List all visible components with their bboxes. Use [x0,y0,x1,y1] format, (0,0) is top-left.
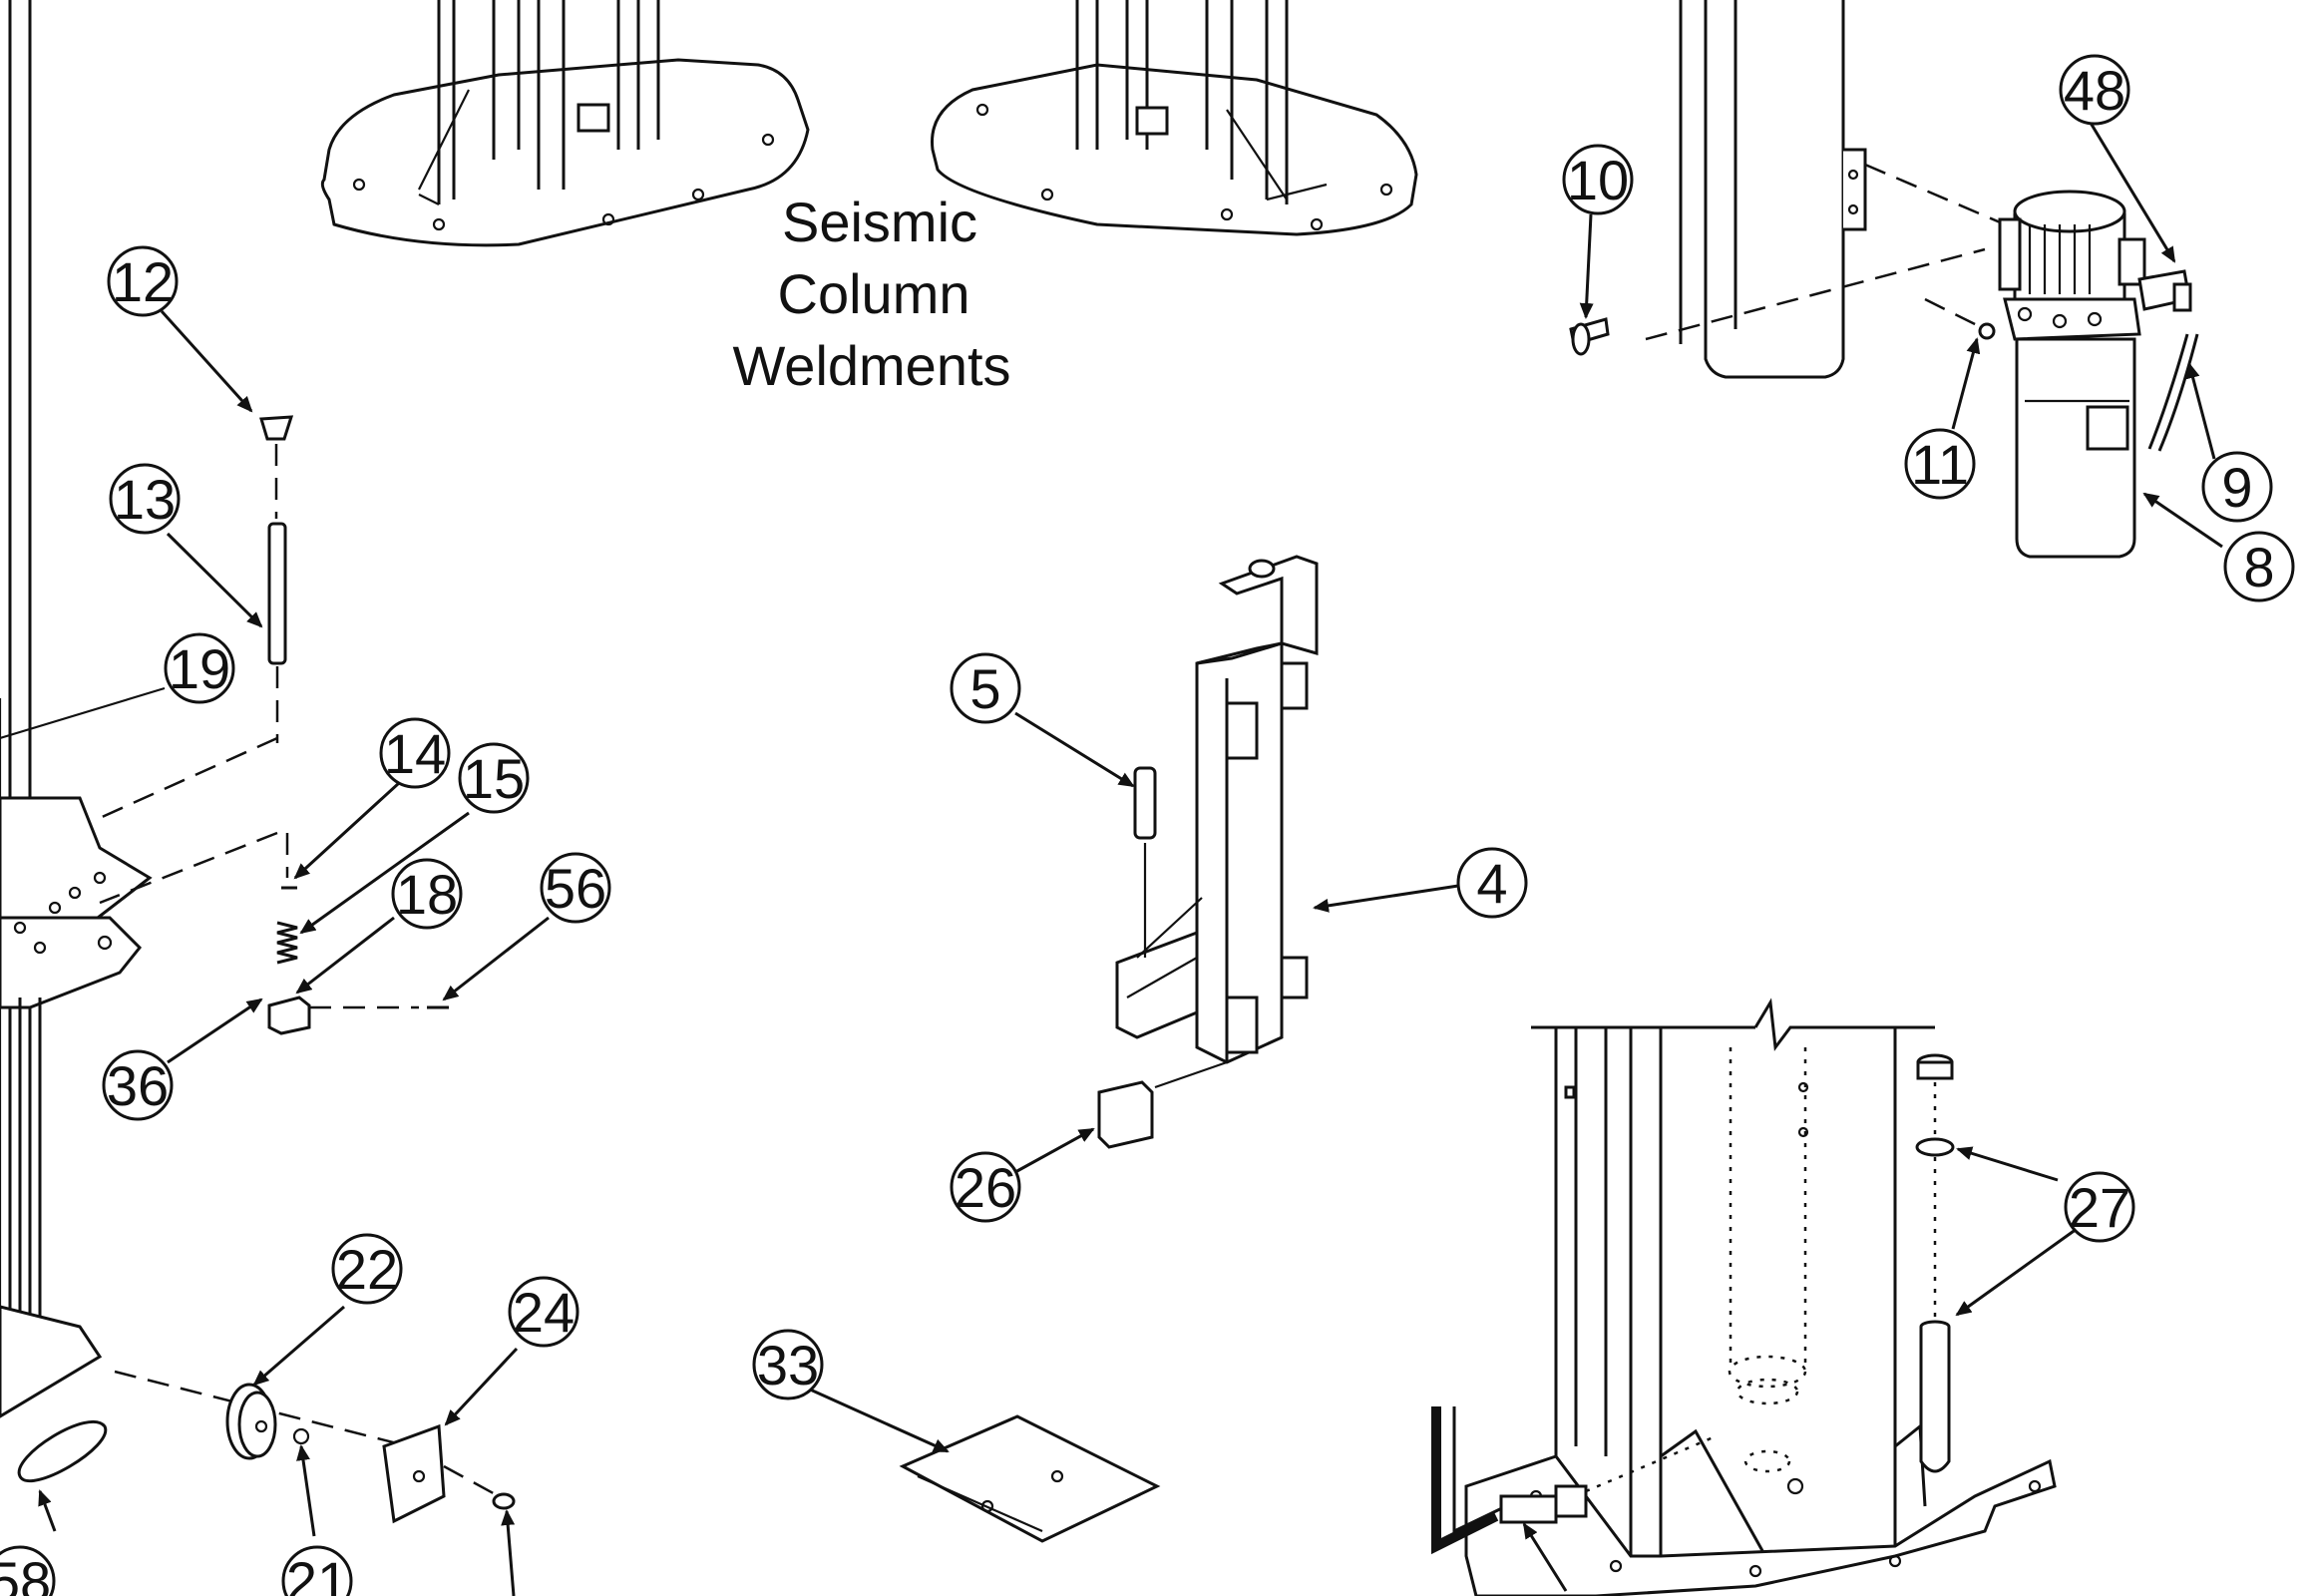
callout-8: 8 [2223,531,2295,602]
caption-line-3: Weldments [732,334,1010,397]
callout-21: 21 [281,1545,353,1596]
arm-restraint-assembly [1097,555,1319,1149]
callout-9: 9 [2201,451,2273,523]
callout-12: 12 [107,245,179,317]
svg-text:22: 22 [336,1238,398,1301]
svg-text:5: 5 [969,657,1000,720]
svg-text:15: 15 [463,747,525,810]
svg-text:13: 13 [114,468,176,531]
callout-13: 13 [109,463,181,535]
svg-text:8: 8 [2243,536,2274,598]
svg-text:21: 21 [286,1550,348,1596]
caption-line-1: Seismic [782,191,977,253]
callout-22: 22 [331,1233,403,1305]
left-carriage-assembly [0,0,153,1483]
column-base-assembly [1431,998,2057,1596]
leader-lines [38,104,2223,1596]
callout-56: 56 [540,852,611,924]
spacer-plate [899,1414,1161,1543]
svg-text:4: 4 [1476,852,1507,915]
seismic-column-left [320,0,810,247]
callout-27: 27 [2064,1171,2135,1243]
lock-mechanism-parts [0,415,449,1035]
callout-10: 10 [1562,144,1634,215]
svg-text:10: 10 [1567,149,1629,211]
svg-text:48: 48 [2064,59,2125,122]
callout-5: 5 [950,652,1021,724]
seismic-column-right [931,0,1418,236]
callout-26: 26 [950,1151,1021,1223]
svg-text:36: 36 [107,1054,169,1117]
seismic-caption: Seismic Column Weldments [732,191,1010,397]
callout-14: 14 [379,717,451,789]
caption-line-2: Column [778,262,970,325]
column-with-power-unit [1569,0,2199,559]
svg-text:56: 56 [545,857,606,920]
svg-text:24: 24 [513,1281,575,1344]
svg-text:11: 11 [1911,433,1969,496]
svg-text:12: 12 [112,250,174,313]
svg-text:9: 9 [2221,456,2252,519]
callout-11: 11 [1904,428,1976,500]
callout-58: 58 [0,1545,56,1596]
svg-text:58: 58 [0,1550,51,1596]
callout-33: 33 [752,1329,824,1400]
callout-4: 4 [1456,847,1528,919]
callout-48: 48 [2059,54,2130,126]
svg-text:26: 26 [955,1156,1016,1219]
callout-36: 36 [102,1049,174,1121]
svg-text:33: 33 [757,1334,819,1396]
svg-text:18: 18 [396,863,458,926]
callout-15: 15 [458,742,530,814]
svg-text:27: 27 [2069,1176,2130,1239]
sheave-parts [114,1370,516,1524]
svg-text:14: 14 [384,722,446,785]
svg-text:19: 19 [169,637,230,700]
callout-18: 18 [391,858,463,930]
callout-19: 19 [164,632,235,704]
callout-24: 24 [508,1276,579,1348]
